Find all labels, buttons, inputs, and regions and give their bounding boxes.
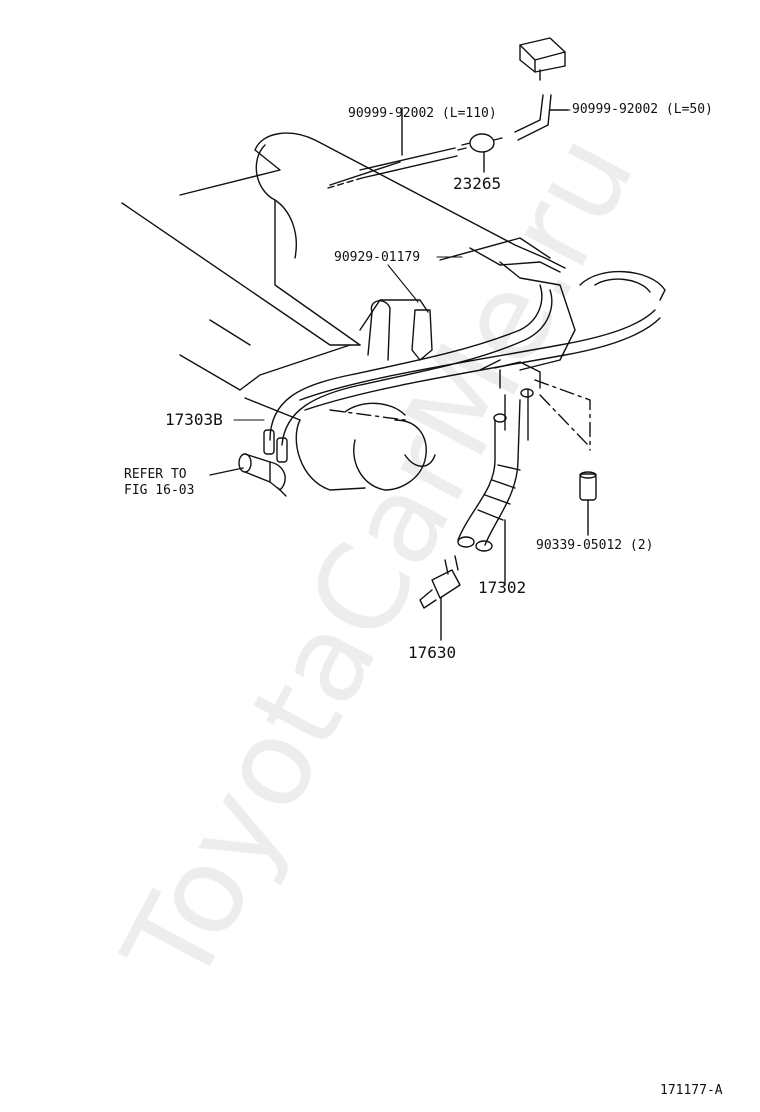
label-part-17630: 17630 [408, 643, 457, 662]
hose-90999-110-drawing [327, 107, 467, 189]
sleeve-90339-drawing [579, 471, 597, 536]
valve-23265-drawing [461, 133, 503, 173]
referenced-valve-drawing [209, 453, 287, 497]
hose-90999-50-drawing [514, 69, 569, 141]
intake-manifold-outline [121, 132, 576, 491]
label-part-90339: 90339-05012 (2) [536, 538, 654, 553]
hose-17303b-drawing [263, 270, 666, 463]
label-hose-90999-50: 90999-92002 (L=50) [572, 102, 713, 117]
bracket-90929-drawing [411, 299, 433, 361]
projection-lines [534, 379, 591, 451]
hose-17302-drawing [457, 388, 534, 586]
vsv-17630-drawing [419, 555, 461, 641]
label-hose-17303b: 17303B [165, 410, 223, 429]
label-refer-fig: FIG 16-03 [124, 483, 195, 498]
filter-cap-drawing [519, 37, 566, 73]
label-part-23265: 23265 [453, 174, 502, 193]
leader-lines [233, 109, 571, 421]
label-clamp-90929: 90929-01179 [334, 250, 421, 265]
diagram-id: 171177-A [660, 1083, 723, 1098]
label-refer-to: REFER TO [124, 467, 187, 482]
label-part-17302: 17302 [478, 578, 527, 597]
label-hose-90999-110: 90999-92002 (L=110) [348, 106, 497, 121]
